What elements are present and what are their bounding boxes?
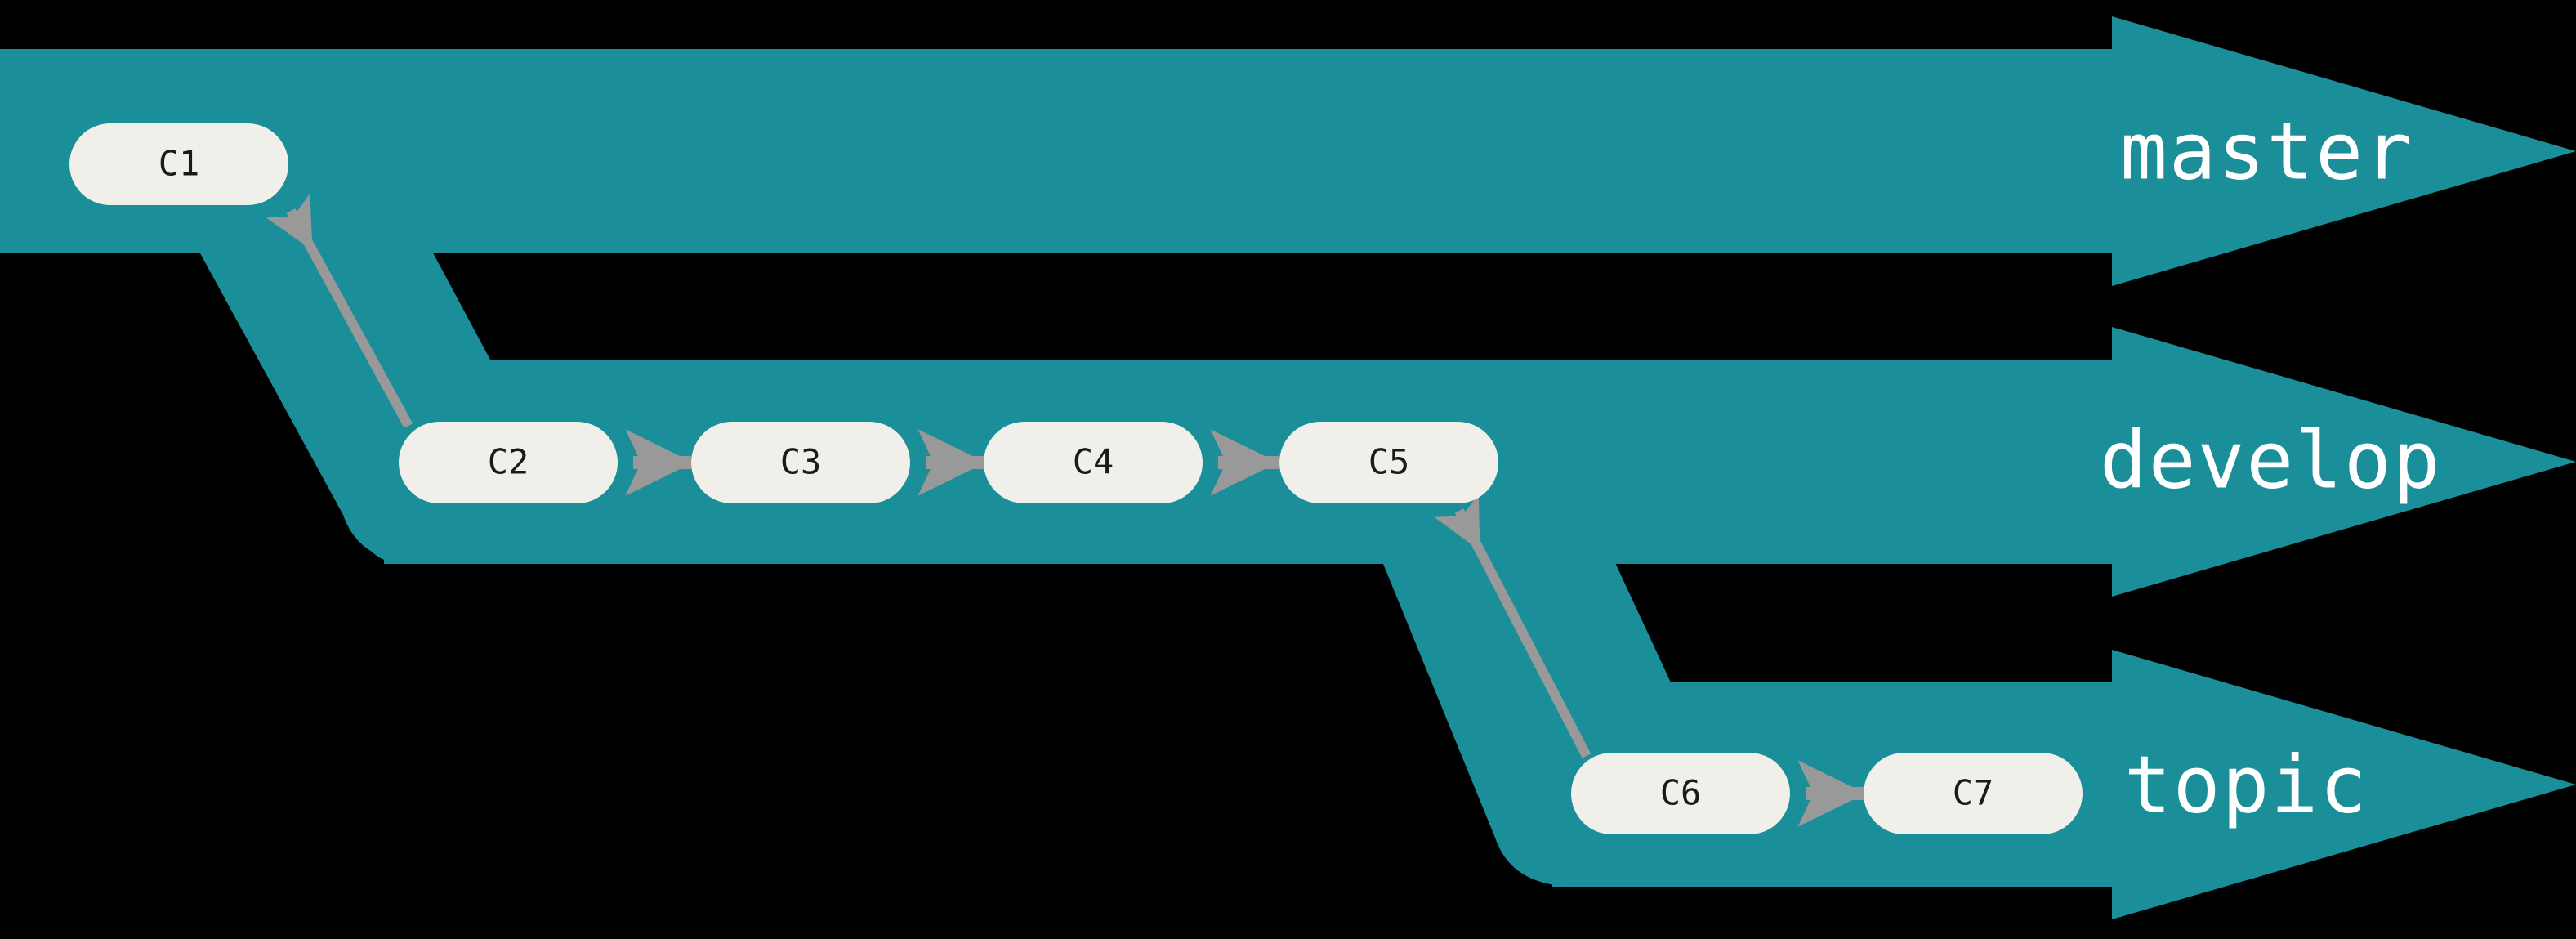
branch-label-topic: topic [2124,739,2368,830]
edge-c2-to-c1 [266,193,413,428]
develop-topic-wedge [1383,556,1671,682]
master-band [0,16,2576,286]
branch-labels-group: master develop topic [2100,105,2442,830]
commit-node-shape [1571,753,1790,834]
commit-node-shape [1279,422,1498,503]
commit-node-shape [69,123,288,205]
commit-node-label: C4 [1073,442,1114,482]
commit-node-label: C7 [1953,773,1994,813]
branch-label-develop: develop [2100,414,2442,506]
commit-node-label: C1 [158,144,200,184]
commit-edges-group [266,193,1866,827]
commit-node-label: C3 [780,442,822,482]
commit-node-c6[interactable]: C6 [1571,753,1790,834]
commit-node-shape [399,422,618,503]
commit-node-shape [1864,753,2083,834]
commit-node-c5[interactable]: C5 [1279,422,1498,503]
edge-c6-to-c5 [1434,494,1592,758]
commit-node-c2[interactable]: C2 [399,422,618,503]
branch-label-master: master [2120,105,2413,197]
commit-node-shape [691,422,910,503]
commit-node-label: C6 [1660,773,1702,813]
commit-node-label: C5 [1368,442,1410,482]
commit-node-c4[interactable]: C4 [984,422,1203,503]
commit-node-shape [984,422,1203,503]
commit-nodes-group: C1 C2 C3 C4 C5 C6 [69,123,2083,834]
commit-node-c1[interactable]: C1 [69,123,288,205]
commit-node-c7[interactable]: C7 [1864,753,2083,834]
commit-node-c3[interactable]: C3 [691,422,910,503]
commit-node-label: C2 [488,442,529,482]
